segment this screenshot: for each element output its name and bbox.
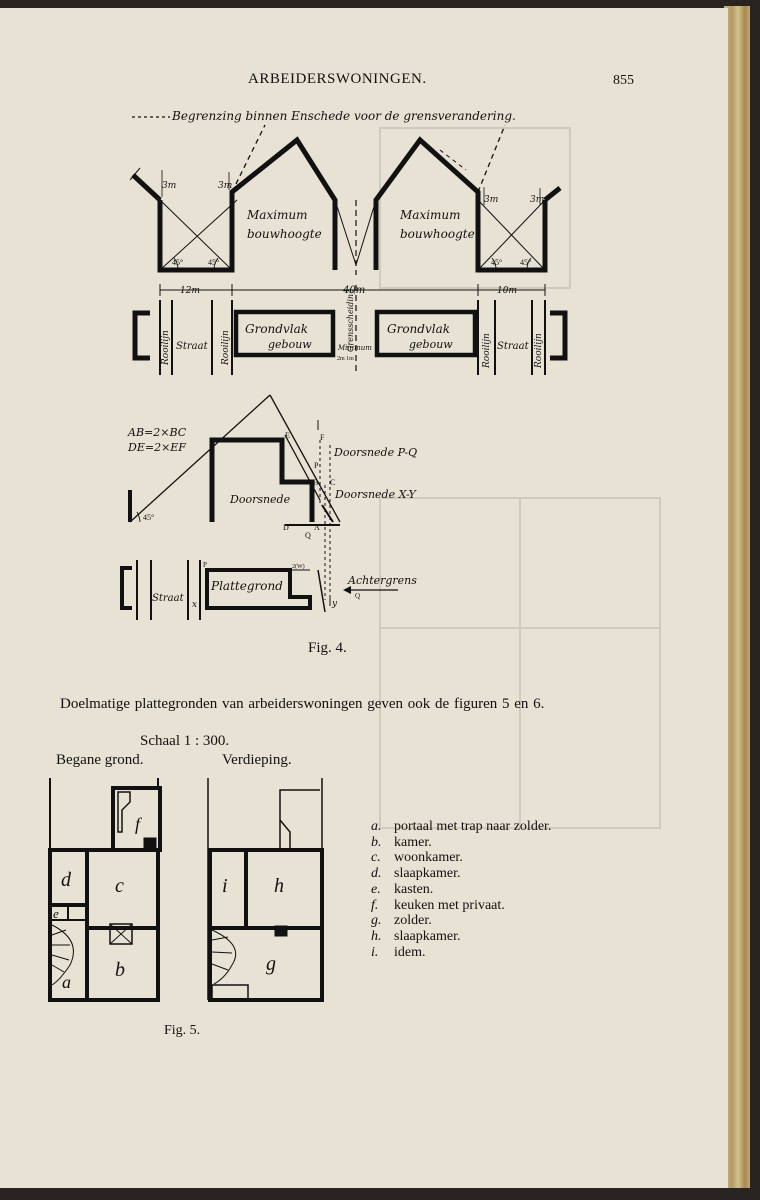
max-height-label-2a: Maximum: [399, 208, 461, 222]
letter-p2: P: [203, 561, 207, 569]
angle-label-1: 45°: [172, 258, 183, 267]
footprint-label-1a: Grondvlak: [245, 322, 308, 336]
dim-3m-3: 3m: [484, 195, 498, 205]
room-b: b: [115, 959, 125, 981]
letter-a: A: [314, 523, 320, 532]
letter-x: x: [192, 600, 197, 610]
letter-q2: Q: [355, 592, 360, 600]
legend-item: i.idem.: [371, 944, 426, 960]
room-e: e: [53, 906, 59, 921]
minimum-label: Minimum: [337, 344, 372, 352]
dim-10m: 10m: [497, 286, 517, 296]
room-f: f: [135, 814, 143, 834]
section-xy-label: Doorsnede X-Y: [334, 488, 418, 501]
book-edge: [724, 6, 750, 1188]
legend-item: d.slaapkamer.: [371, 866, 461, 882]
rooilijn-1: Rooilijn: [161, 330, 171, 366]
letter-y: y: [331, 599, 338, 609]
legend-item: c.woonkamer.: [371, 850, 463, 866]
max-height-label-1b: bouwhoogte: [247, 227, 322, 241]
page-number: 855: [613, 73, 634, 88]
dim-3m-1: 3m: [162, 181, 176, 191]
boundary-note: Begrenzing binnen Enschede voor de grens…: [171, 109, 516, 123]
formula-2: DE=2×EF: [127, 441, 186, 454]
section-label: Doorsnede: [229, 493, 291, 506]
plan-label: Plattegrond: [210, 579, 283, 593]
fig4-caption: Fig. 4.: [308, 640, 347, 656]
grensscheiding: Grensscheiding: [346, 289, 355, 352]
max-height-label-1a: Maximum: [246, 208, 308, 222]
footprint-label-1b: gebouw: [268, 338, 312, 351]
body-text: Doelmatige plattegronden van arbeiderswo…: [60, 696, 545, 712]
letter-m: 2(W): [292, 563, 305, 570]
letter-e: E: [285, 431, 290, 440]
fig5-caption: Fig. 5.: [164, 1023, 201, 1038]
legend-item: b.kamer.: [371, 834, 432, 850]
letter-b: B: [313, 478, 318, 487]
room-d: d: [61, 869, 72, 891]
footprint-label-2a: Grondvlak: [387, 322, 450, 336]
room-i: i: [222, 875, 228, 897]
back-line-label: Achtergrens: [347, 574, 417, 587]
letter-p: P: [314, 461, 319, 470]
footprint-label-2b: gebouw: [409, 338, 453, 351]
straat-2: Straat: [497, 341, 530, 352]
room-c: c: [115, 875, 124, 897]
dim-40m: 40m: [342, 285, 365, 296]
angle-label-4: 45°: [520, 258, 531, 267]
figure-4: Begrenzing binnen Enschede voor de grens…: [120, 109, 568, 620]
angle-label-2: 45°: [208, 258, 219, 267]
minimum-dist: 2m 1m: [337, 356, 354, 362]
section-pq-label: Doorsnede P-Q: [333, 446, 417, 459]
upper-floor-label: Verdieping.: [222, 752, 292, 768]
room-a: a: [62, 972, 71, 992]
angle-label-3: 45°: [491, 258, 502, 267]
legend-list: a.portaal met trap naar zolder. b.kamer.…: [371, 819, 551, 960]
legend-item: g.zolder.: [371, 913, 432, 929]
straat-3: Straat: [152, 593, 185, 604]
rooilijn-4: Rooilijn: [534, 333, 544, 369]
legend-item: f.keuken met privaat.: [371, 897, 505, 913]
rooilijn-3: Rooilijn: [482, 333, 492, 369]
ground-floor-label: Begane grond.: [56, 752, 144, 768]
legend-item: h.slaapkamer.: [371, 928, 461, 944]
letter-q: Q: [305, 531, 311, 540]
book-page: ARBEIDERSWONINGEN. 855: [0, 8, 728, 1188]
formula-1: AB=2×BC: [127, 426, 187, 439]
letter-c: C: [330, 478, 335, 487]
dim-3m-2: 3m: [218, 181, 232, 191]
scale-label: Schaal 1 : 300.: [140, 733, 230, 749]
rooilijn-2: Rooilijn: [221, 330, 231, 366]
letter-f: F: [320, 433, 325, 442]
dim-3m-4: 3m: [530, 195, 544, 205]
max-height-label-2b: bouwhoogte: [400, 227, 475, 241]
room-g: g: [266, 953, 276, 975]
figure-5-plans: f d c e b a i h g: [48, 778, 324, 1002]
letter-d: D: [283, 523, 289, 532]
legend-item: a.portaal met trap naar zolder.: [371, 819, 552, 834]
running-head: ARBEIDERSWONINGEN.: [248, 71, 427, 87]
lower-angle: 45°: [143, 513, 154, 522]
legend-item: e.kasten.: [371, 881, 434, 897]
dim-12m: 12m: [180, 286, 200, 296]
room-h: h: [274, 875, 284, 897]
bleed-through-shadow: [379, 127, 661, 829]
straat-1: Straat: [176, 341, 209, 352]
